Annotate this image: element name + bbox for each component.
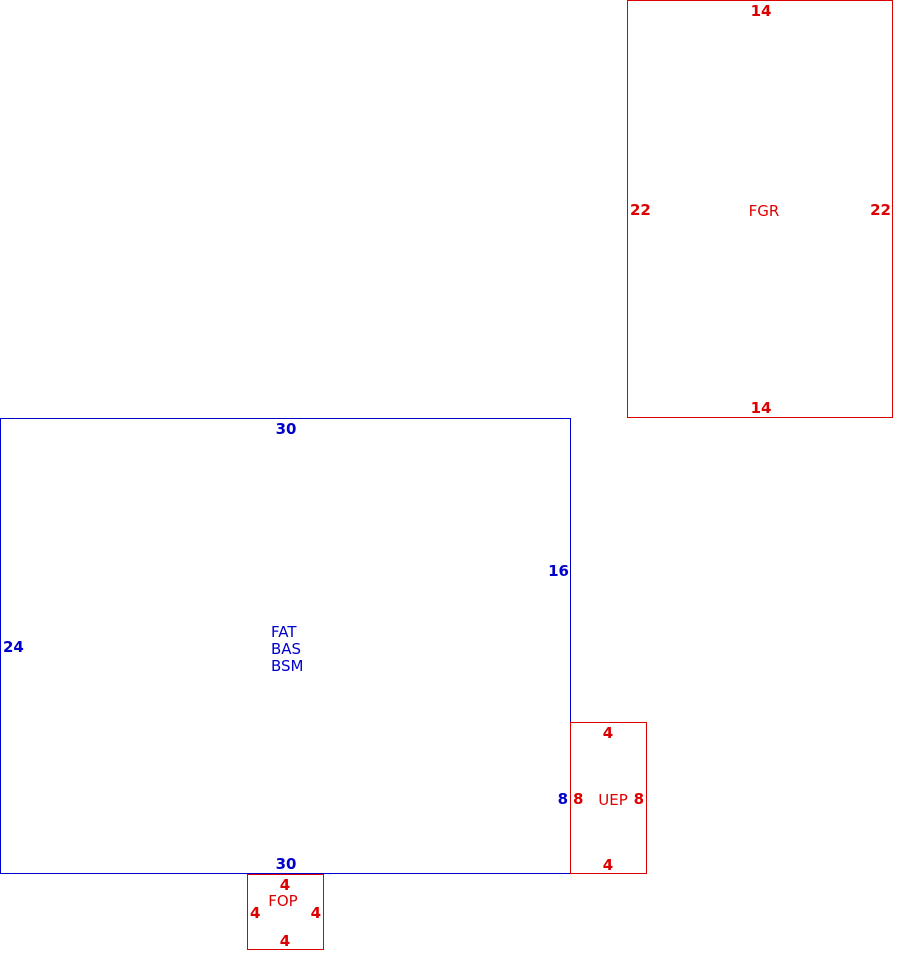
fop-outline: [247, 874, 324, 950]
main-code-label-2: BAS: [271, 640, 301, 658]
uep-left-dimension: 8: [573, 790, 583, 808]
uep-code-label: UEP: [598, 791, 628, 809]
main-left-dimension: 24: [3, 638, 24, 656]
main-right-upper-dimension: 16: [548, 562, 569, 580]
uep-bottom-dimension: 4: [603, 856, 613, 874]
fgr-code-label: FGR: [749, 202, 780, 220]
main-building-outline: [0, 418, 571, 874]
main-bottom-dimension: 30: [276, 855, 297, 873]
fop-area: 4 4 4 4 FOP: [247, 874, 324, 950]
main-right-lower-dimension: 8: [558, 790, 568, 808]
fop-code-label: FOP: [268, 892, 297, 910]
main-top-dimension: 30: [276, 420, 297, 438]
uep-right-dimension: 8: [634, 790, 644, 808]
main-code-label-1: FAT: [271, 623, 297, 641]
fgr-bottom-dimension: 14: [751, 399, 772, 417]
fop-left-dimension: 4: [250, 904, 260, 922]
main-building-area: 30 30 24 16 8 FAT BAS BSM: [0, 418, 571, 874]
uep-top-dimension: 4: [603, 724, 613, 742]
fgr-outline: [627, 0, 893, 418]
fgr-top-dimension: 14: [751, 2, 772, 20]
main-code-label-3: BSM: [271, 657, 304, 675]
uep-area: 4 4 8 8 UEP: [570, 722, 647, 874]
uep-outline: [570, 722, 647, 874]
fgr-left-dimension: 22: [630, 201, 651, 219]
fop-top-dimension: 4: [280, 876, 290, 894]
fop-right-dimension: 4: [311, 904, 321, 922]
fgr-area: 14 14 22 22 FGR: [627, 0, 893, 418]
fop-bottom-dimension: 4: [280, 932, 290, 950]
fgr-right-dimension: 22: [870, 201, 891, 219]
